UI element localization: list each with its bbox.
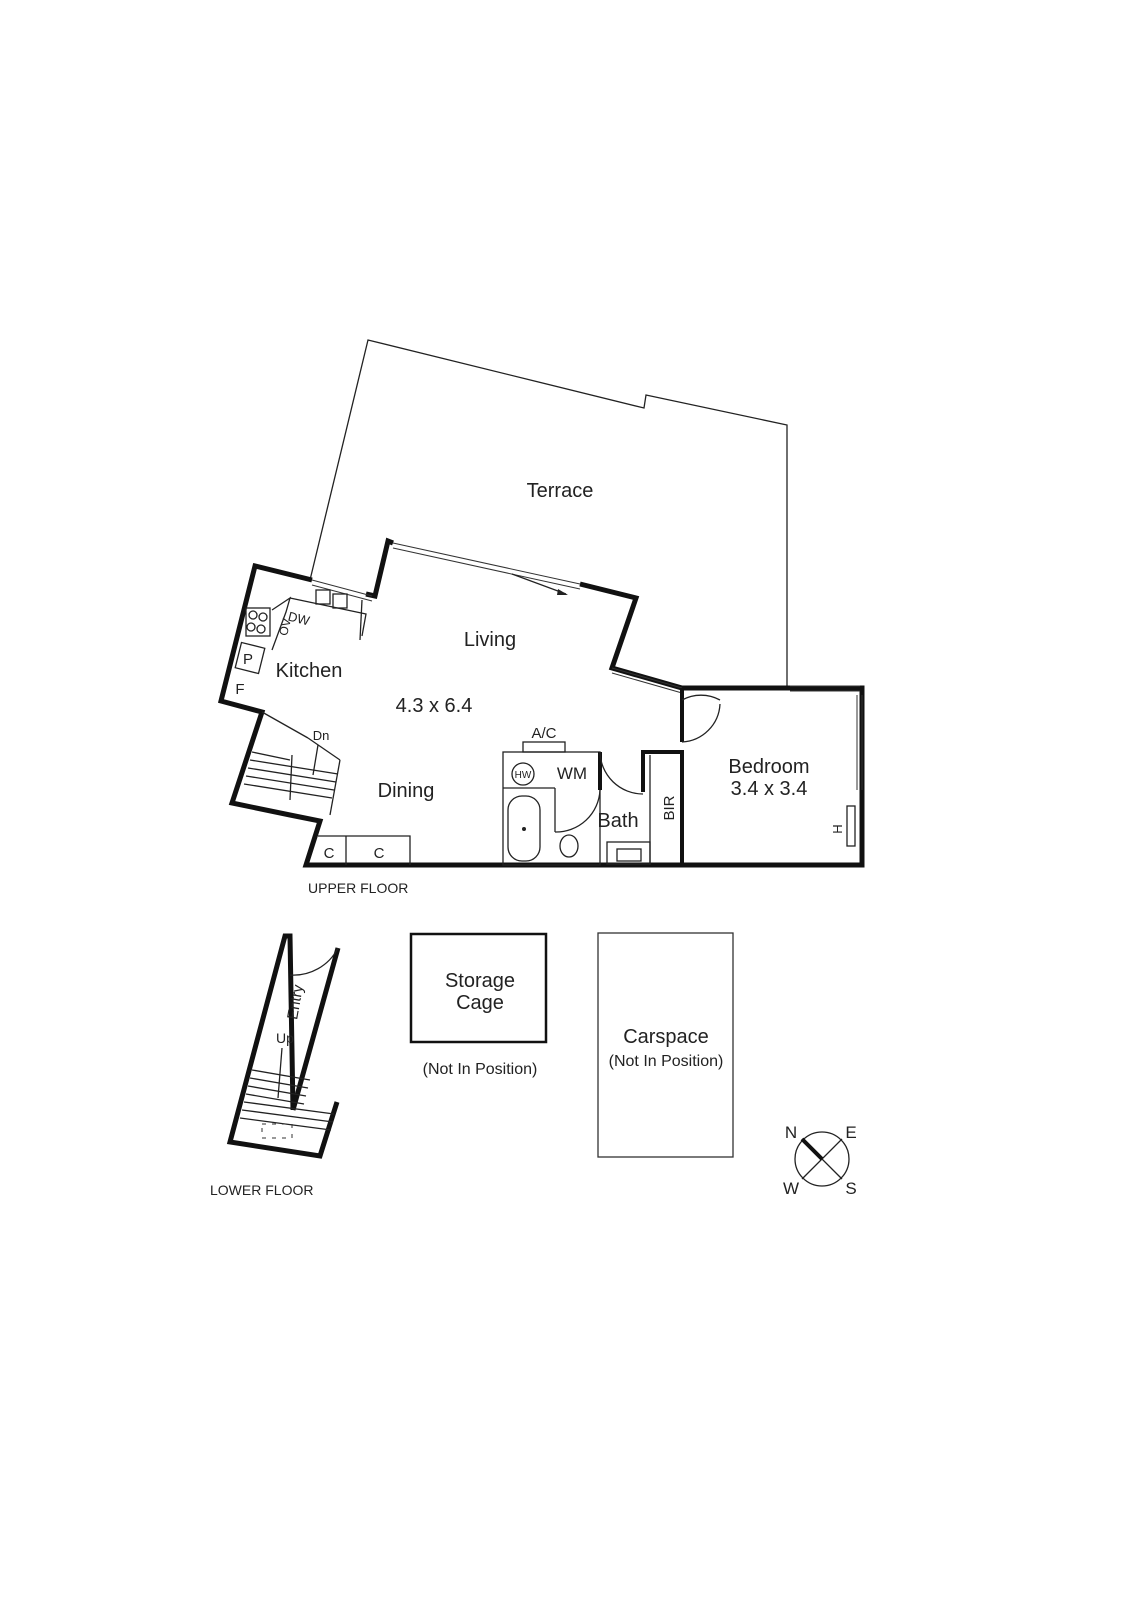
oven-label: OV [276,617,294,637]
storage-label-line2: Cage [456,992,504,1014]
kitchen-label: Kitchen [276,660,343,682]
living-label: Living [464,629,516,651]
dining-label: Dining [378,780,435,802]
hot-water-label: HW [515,770,532,781]
bedroom-label: Bedroom [728,756,809,778]
kitchen-fixtures [234,589,367,675]
terrace-label: Terrace [527,480,594,502]
stairs-down-label: Dn [313,728,330,743]
compass-north: N [785,1123,797,1142]
carspace-label: Carspace [623,1026,709,1048]
ac-label: A/C [531,725,556,742]
heater-label: H [830,824,845,833]
fridge-label: F [235,681,244,698]
stairs-up-label: Up [276,1030,294,1046]
windows [311,542,863,790]
compass-icon [794,1131,850,1187]
stairs-down [243,711,341,816]
carspace-note: (Not In Position) [609,1053,724,1070]
bath-label: Bath [597,810,638,832]
living-wall [365,537,394,599]
lower-floor-label: LOWER FLOOR [210,1182,313,1198]
living-dimensions: 4.3 x 6.4 [396,695,473,717]
carspace-outline [597,932,734,1158]
cupboard-label: C [374,845,385,862]
bir-label: BIR [661,795,678,820]
lower-floor-plan [226,933,341,1159]
storage-label: Storage [445,970,515,992]
bedroom-dimensions: 3.4 x 3.4 [731,778,808,800]
compass-west: W [783,1179,799,1198]
terrace-outline [309,339,788,688]
dishwasher-label: DW [287,609,312,629]
cupboard-label: C [324,845,335,862]
upper-floor-walls [217,562,865,868]
cupboards [318,835,411,865]
storage-cage-outline [409,932,548,1044]
washing-machine-label: WM [557,764,587,783]
pantry-label: P [243,651,253,668]
entry-label: Entry [284,983,307,1021]
storage-note: (Not In Position) [423,1061,538,1078]
compass-east: E [845,1123,856,1142]
compass-south: S [845,1179,856,1198]
upper-floor-label: UPPER FLOOR [308,880,408,896]
bath-fixtures [502,688,856,866]
